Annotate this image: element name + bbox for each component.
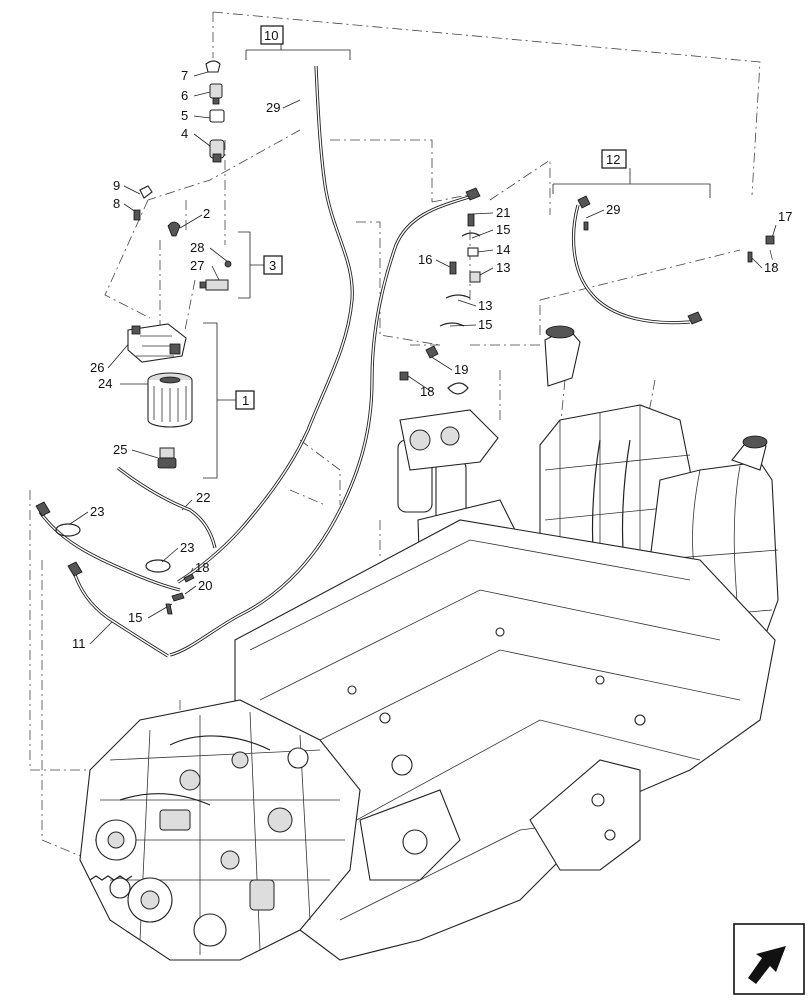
assembly-box-12: 12: [601, 149, 627, 169]
callout-14: 14: [496, 242, 510, 257]
callout-23a: 23: [90, 504, 104, 519]
callout-7: 7: [181, 68, 188, 83]
callout-26: 26: [90, 360, 104, 375]
callout-5: 5: [181, 108, 188, 123]
bracket-10: [245, 42, 351, 60]
callout-9: 9: [113, 178, 120, 193]
svg-text:1: 1: [242, 393, 249, 408]
callout-29a: 29: [266, 100, 280, 115]
callout-27: 27: [190, 258, 204, 273]
callout-19: 19: [454, 362, 468, 377]
callout-8: 8: [113, 196, 120, 211]
bracket-12: [552, 168, 711, 198]
callout-18a: 18: [195, 560, 209, 575]
callout-20: 20: [198, 578, 212, 593]
assembly-box-3: 3: [263, 255, 283, 275]
view-direction-arrow-icon: [733, 923, 805, 995]
callout-23b: 23: [180, 540, 194, 555]
callout-17: 17: [778, 209, 792, 224]
callout-15b: 15: [496, 222, 510, 237]
small-parts-column: [133, 60, 232, 291]
svg-text:10: 10: [264, 28, 278, 43]
engine: [79, 699, 361, 961]
bracket-1: [203, 322, 236, 479]
callout-28: 28: [190, 240, 204, 255]
callout-6: 6: [181, 88, 188, 103]
callout-21: 21: [496, 205, 510, 220]
fuel-filter-assembly: [35, 323, 195, 615]
callout-11: 11: [72, 636, 86, 651]
callout-24: 24: [98, 376, 112, 391]
bracket-3: [238, 231, 264, 299]
callout-13a: 13: [496, 260, 510, 275]
callout-labels: 7 6 5 4 9 8 2 28 27 26 24 25 22 23 23 18…: [72, 68, 792, 651]
svg-text:12: 12: [606, 152, 620, 167]
assembly-box-10: 10: [260, 25, 284, 45]
callout-18b: 18: [420, 384, 434, 399]
callout-16: 16: [418, 252, 432, 267]
leader-lines: [69, 71, 777, 645]
callout-13b: 13: [478, 298, 492, 313]
fuel-lines: [38, 65, 691, 658]
callout-2: 2: [203, 206, 210, 221]
callout-15c: 15: [478, 317, 492, 332]
callout-22: 22: [196, 490, 210, 505]
right-small-parts: [399, 187, 775, 395]
callout-15a: 15: [128, 610, 142, 625]
callout-25: 25: [113, 442, 127, 457]
svg-text:3: 3: [269, 258, 276, 273]
assembly-box-1: 1: [235, 390, 255, 410]
assembly-labels: 10 12 3 1: [235, 25, 627, 410]
chassis-frame: [234, 519, 776, 961]
callout-4: 4: [181, 126, 188, 141]
callout-29b: 29: [606, 202, 620, 217]
callout-18c: 18: [764, 260, 778, 275]
